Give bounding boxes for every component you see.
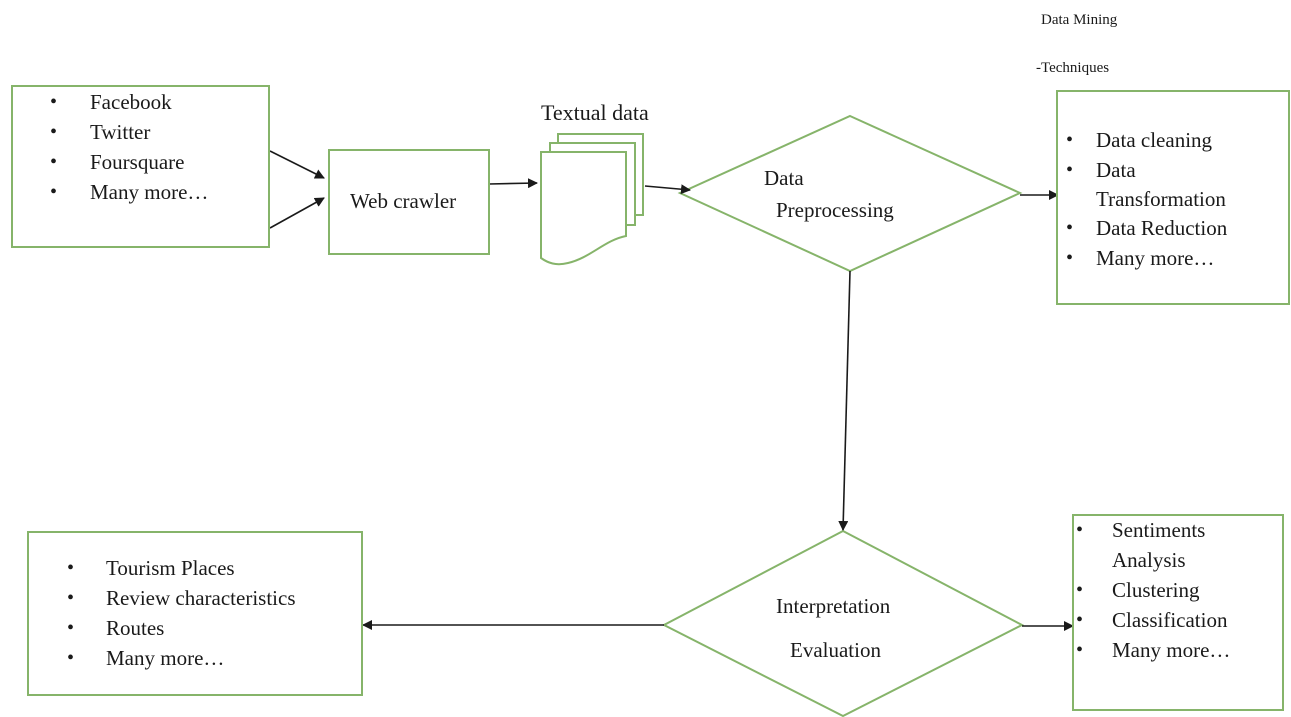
list-item: Clustering	[1074, 575, 1282, 605]
web-crawler-label: Web crawler	[350, 189, 457, 213]
list-item: Data cleaning	[1058, 125, 1288, 155]
list-item: Many more…	[1074, 635, 1282, 665]
textual-data-label: Textual data	[541, 100, 649, 125]
list-item: Many more…	[1058, 243, 1288, 273]
methods-box: Sentiments Analysis Clustering Classific…	[1072, 514, 1284, 711]
list-item: Data	[1058, 155, 1288, 185]
techniques-list: Data cleaning Data Transformation Data R…	[1058, 125, 1288, 273]
list-item: Routes	[29, 613, 361, 643]
arrow-crawler-to-data	[488, 178, 538, 189]
techniques-box: Data cleaning Data Transformation Data R…	[1056, 90, 1290, 305]
list-item: Classification	[1074, 605, 1282, 635]
arrow-sources-to-crawler-upper	[269, 150, 325, 179]
results-list: Tourism Places Review characteristics Ro…	[29, 553, 361, 673]
arrow-sources-to-crawler-lower	[269, 197, 325, 229]
interpretation-diamond	[661, 529, 1025, 717]
list-item: Foursquare	[13, 147, 268, 177]
preprocessing-diamond	[677, 114, 1023, 273]
social-sources-list: Facebook Twitter Foursquare Many more…	[13, 87, 268, 207]
list-item: Many more…	[13, 177, 268, 207]
list-item: Data Reduction	[1058, 213, 1288, 243]
interpretation-label-line2: Evaluation	[790, 638, 881, 662]
list-item: Transformation	[1096, 187, 1226, 211]
web-crawler-box: Web crawler	[328, 149, 490, 255]
methods-list: Sentiments Analysis Clustering Classific…	[1074, 515, 1282, 665]
arrow-data-to-preprocessing	[644, 184, 691, 195]
data-mining-caption: Data Mining	[1041, 12, 1118, 28]
document-stack-icon	[540, 133, 644, 266]
list-item: Twitter	[13, 117, 268, 147]
list-item: Review characteristics	[29, 583, 361, 613]
techniques-caption: -Techniques	[1036, 60, 1110, 76]
list-item: Sentiments	[1074, 515, 1282, 545]
list-item: Analysis	[1112, 548, 1186, 572]
list-item: Many more…	[29, 643, 361, 673]
preprocessing-label-line2: Preprocessing	[776, 198, 894, 222]
interpretation-label-line1: Interpretation	[776, 594, 891, 618]
social-sources-box: Facebook Twitter Foursquare Many more…	[11, 85, 270, 248]
results-box: Tourism Places Review characteristics Ro…	[27, 531, 363, 696]
preprocessing-label-line1: Data	[764, 166, 804, 190]
list-item: Facebook	[13, 87, 268, 117]
list-item: Tourism Places	[29, 553, 361, 583]
arrow-preprocessing-to-interpretation	[838, 270, 851, 531]
